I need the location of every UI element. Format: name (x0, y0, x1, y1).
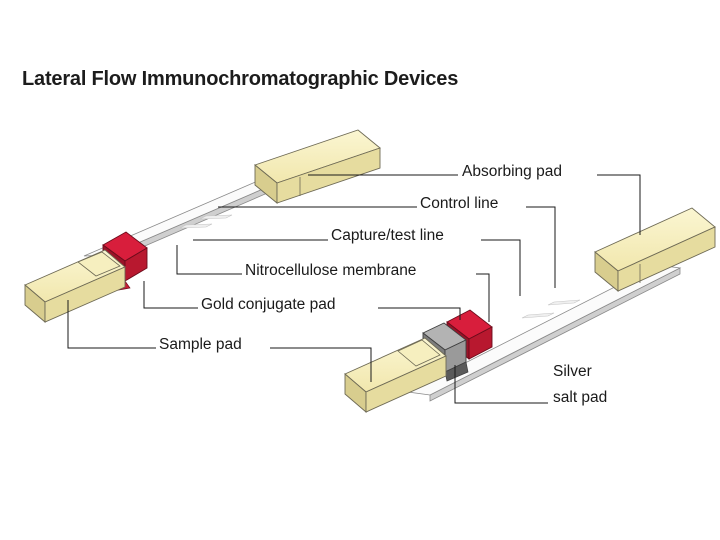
label-silver-line1: Silver (553, 363, 592, 380)
label-absorbing-pad: Absorbing pad (462, 163, 562, 180)
label-sample-pad: Sample pad (159, 336, 242, 353)
left-sample-pad (24, 249, 126, 323)
right-absorbing-pad (594, 207, 716, 292)
right-control-line (547, 299, 581, 306)
diagram-title: Lateral Flow Immunochromatographic Devic… (22, 68, 459, 90)
right-device (344, 207, 716, 413)
right-membrane-strip (406, 264, 682, 402)
label-nitrocellulose-membrane: Nitrocellulose membrane (245, 262, 416, 279)
label-silver-line2: salt pad (553, 389, 607, 406)
leader-lines (67, 174, 641, 404)
left-device (24, 129, 381, 323)
label-gold-conjugate-pad: Gold conjugate pad (201, 296, 335, 313)
left-test-line (179, 223, 213, 229)
right-test-line (521, 312, 555, 319)
right-sample-pad (344, 337, 447, 413)
label-capture-test-line: Capture/test line (331, 227, 444, 244)
left-control-line (199, 214, 233, 220)
label-control-line: Control line (420, 195, 498, 212)
left-absorbing-pad (254, 129, 381, 204)
